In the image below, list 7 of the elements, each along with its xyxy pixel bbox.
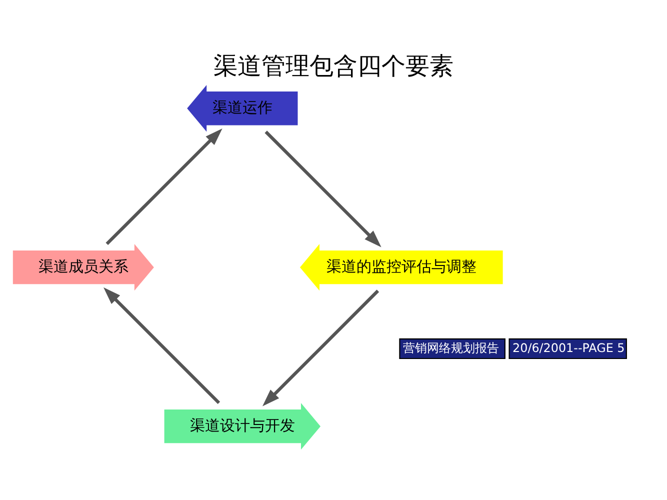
label: 营销网络规划报告: [402, 340, 499, 355]
arrow: [262, 290, 380, 406]
arrow: [106, 128, 222, 246]
arrow: [103, 287, 220, 404]
label: 20/6/2001--PAGE 5: [512, 340, 625, 355]
diagram-title: 渠道管理包含四个要素: [213, 52, 454, 80]
arrow: [264, 130, 382, 248]
